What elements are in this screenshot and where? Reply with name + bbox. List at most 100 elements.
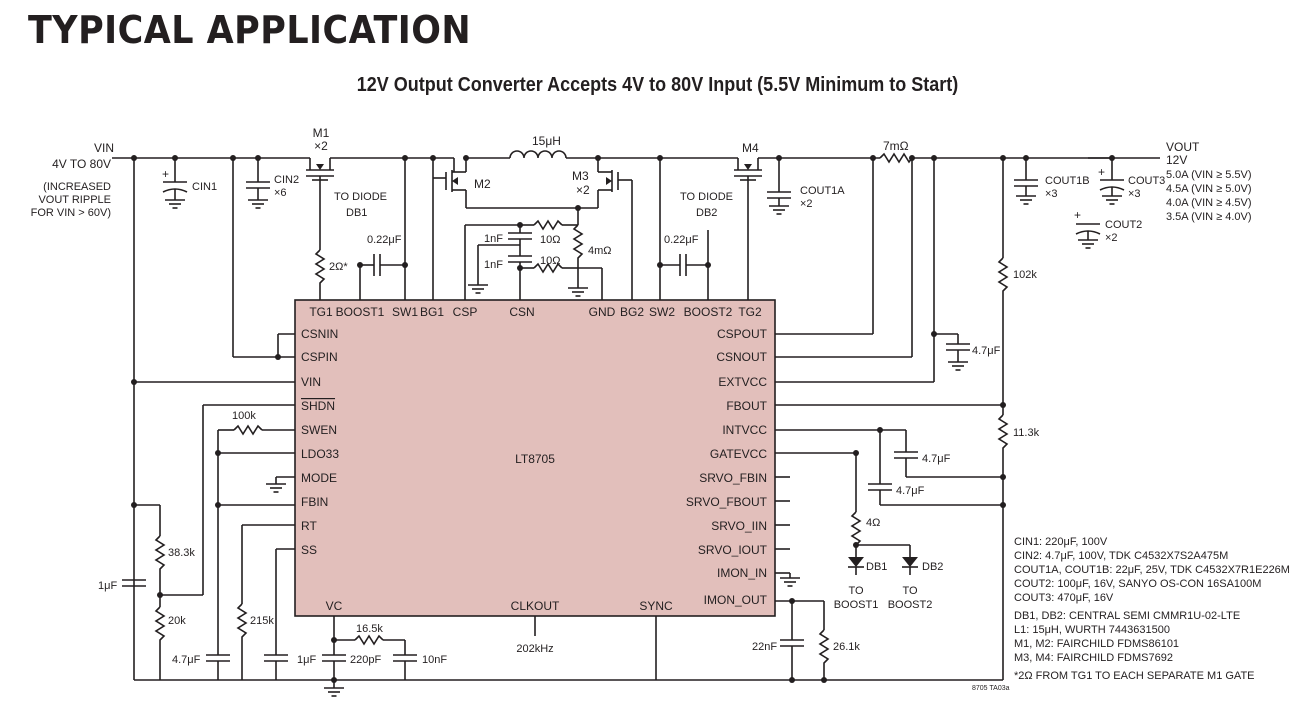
r-sense-out-label: 7mΩ [883, 139, 909, 153]
inductor [509, 150, 598, 159]
cin2-capacitor [246, 158, 270, 209]
ic-body [294, 299, 776, 617]
vout-current-4: 3.5A (VIN ≥ 4.0V) [1166, 211, 1252, 223]
cout1b-capacitor [1014, 158, 1038, 205]
pin-vc: VC [326, 599, 343, 613]
pin-boost1: BOOST1 [336, 305, 385, 319]
vin-rail [112, 155, 454, 161]
svg-text:+: + [162, 167, 169, 181]
pin-sw2: SW2 [649, 305, 675, 319]
r-swen-label: 100k [232, 410, 256, 422]
pin-srvo-fbin: SRVO_FBIN [699, 471, 767, 485]
vout-current-3: 4.0A (VIN ≥ 4.5V) [1166, 197, 1252, 209]
m3-mosfet [597, 158, 633, 300]
r-csp-label: 10Ω [540, 234, 560, 246]
note-7: L1: 15μH, WURTH 7443631500 [1014, 624, 1170, 636]
note-4: COUT2: 100μF, 16V, SANYO OS-CON 16SA100M [1014, 578, 1261, 590]
inductor-label: 15μH [532, 134, 561, 148]
vout-label: VOUT [1166, 140, 1200, 154]
r-fbin-bot-label: 20k [168, 615, 186, 627]
section-heading: TYPICAL APPLICATION [28, 8, 472, 52]
cout3-mult: ×3 [1128, 188, 1141, 200]
ic-name: LT8705 [515, 452, 555, 466]
pin-rt: RT [301, 519, 317, 533]
pin-fbout: FBOUT [726, 399, 767, 413]
pin-csnout: CSNOUT [716, 350, 767, 364]
pin-imon-out: IMON_OUT [704, 593, 768, 607]
c-imon-label: 22nF [752, 641, 777, 653]
m3-mult: ×2 [576, 183, 590, 197]
clkout-freq-label: 202kHz [516, 643, 553, 655]
c-intvcc-label: 4.7μF [922, 453, 951, 465]
pin-ss: SS [301, 543, 317, 557]
to-boost1-2: BOOST1 [834, 599, 879, 611]
to-diode-db1-1: TO DIODE [334, 191, 387, 203]
r-fbin-top-label: 38.3k [168, 547, 195, 559]
sense-network [464, 205, 603, 300]
r-gate-label: 4Ω [866, 517, 880, 529]
vout-current-1: 5.0A (VIN ≥ 5.5V) [1166, 169, 1252, 181]
cout2-capacitor: + [1074, 157, 1112, 249]
cin1-capacitor: + [162, 158, 188, 209]
r-tg1-label: 2Ω* [329, 261, 348, 273]
m1-mult: ×2 [314, 139, 328, 153]
pin-clkout: CLKOUT [511, 599, 560, 613]
r-sense-in-label: 4mΩ [588, 245, 612, 257]
vc-compensation [322, 616, 417, 680]
note-10: *2Ω FROM TG1 TO EACH SEPARATE M1 GATE [1014, 670, 1255, 682]
db1-label: DB1 [866, 561, 887, 573]
c-vc-s-label: 10nF [422, 654, 447, 666]
to-boost2-1: TO [902, 585, 918, 597]
pin-fbin: FBIN [301, 495, 328, 509]
pin-csnin: CSNIN [301, 327, 338, 341]
m4-mosfet [734, 158, 762, 300]
r-fb-bot-label: 11.3k [1013, 427, 1040, 439]
vout-voltage: 12V [1166, 153, 1187, 167]
c-ldo-label: 4.7μF [172, 654, 201, 666]
cout1b-mult: ×3 [1045, 188, 1058, 200]
cin2-label: CIN2 [274, 174, 299, 186]
c-vin-label: 1μF [98, 580, 117, 592]
cout2-mult: ×2 [1105, 232, 1118, 244]
c-boost2-label: 0.22μF [664, 234, 699, 246]
imon-network [775, 598, 830, 680]
vin-note-2: VOUT RIPPLE [38, 194, 111, 206]
c-gatevcc-label: 4.7μF [896, 485, 925, 497]
note-6: DB1, DB2: CENTRAL SEMI CMMR1U-02-LTE [1014, 610, 1240, 622]
cin2-mult: ×6 [274, 187, 287, 199]
figure-id: 8705 TA03a [972, 685, 1010, 692]
c-extvcc-capacitor [931, 331, 970, 371]
c-vin-capacitor [122, 579, 146, 587]
to-diode-db2-2: DB2 [696, 207, 717, 219]
pin-sync: SYNC [639, 599, 673, 613]
cout1b-label: COUT1B [1045, 175, 1090, 187]
to-boost2-2: BOOST2 [888, 599, 933, 611]
to-boost1-1: TO [848, 585, 864, 597]
note-1: CIN1: 220μF, 100V [1014, 536, 1108, 548]
cout2-label: COUT2 [1105, 219, 1142, 231]
m2-mosfet [433, 158, 467, 208]
pin-sw1: SW1 [392, 305, 418, 319]
pin-imon-in: IMON_IN [717, 566, 767, 580]
vin-label: VIN [94, 141, 114, 155]
r-rt-resistor [236, 524, 295, 680]
pin-bg2: BG2 [620, 305, 644, 319]
cin1-label: CIN1 [192, 181, 217, 193]
r-fb-top-label: 102k [1013, 269, 1037, 281]
vin-note-3: FOR VIN > 60V) [31, 207, 111, 219]
pin-cspout: CSPOUT [717, 327, 768, 341]
pin-mode: MODE [301, 471, 337, 485]
vin-range: 4V TO 80V [52, 157, 111, 171]
svg-text:+: + [1098, 165, 1105, 179]
pin-vin: VIN [301, 375, 321, 389]
pin-srvo-iin: SRVO_IIN [711, 519, 767, 533]
c-ss-capacitor [264, 548, 295, 680]
c-csp-label: 1nF [484, 233, 503, 245]
c-boost1-capacitor [357, 254, 408, 300]
pin-srvo-fbout: SRVO_FBOUT [686, 495, 768, 509]
m1-mosfet [306, 158, 334, 250]
c-csn-label: 1nF [484, 259, 503, 271]
to-diode-db2-1: TO DIODE [680, 191, 733, 203]
r-vc-label: 16.5k [356, 623, 383, 635]
